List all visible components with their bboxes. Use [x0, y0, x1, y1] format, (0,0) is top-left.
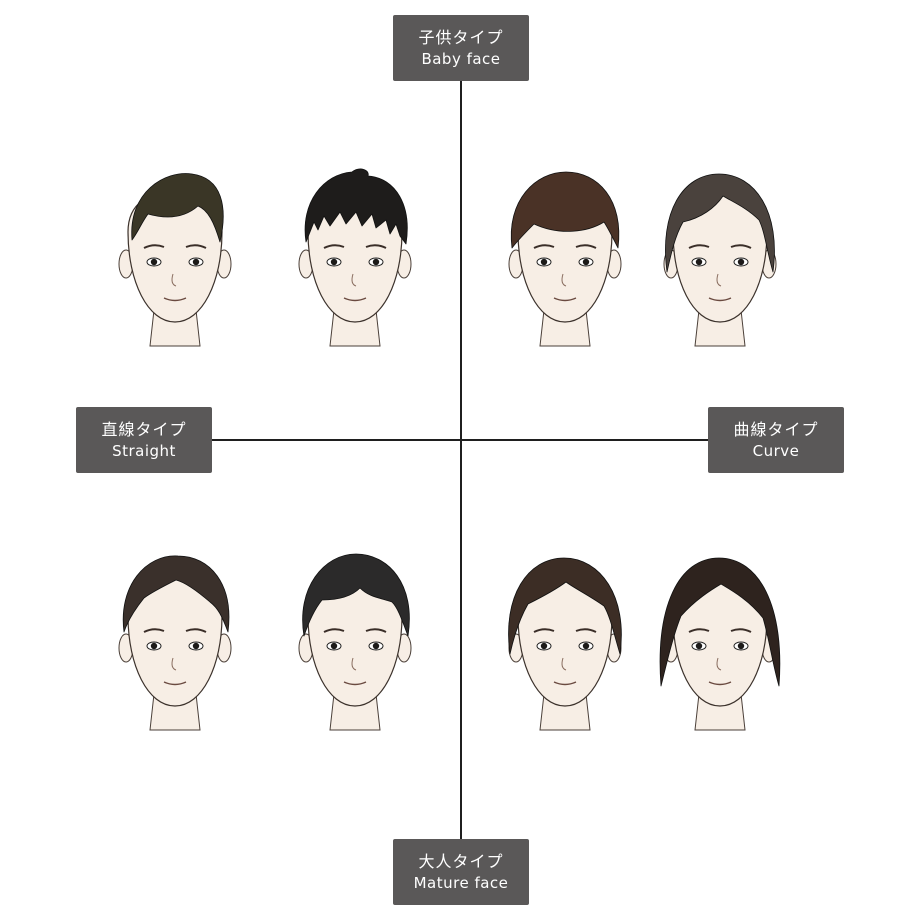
label-curve-en: Curve [752, 442, 800, 460]
nose [351, 657, 357, 671]
portrait-straight-baby-1 [110, 162, 240, 352]
hair [302, 553, 410, 637]
eyebrow-right [185, 628, 207, 633]
eyebrow-right [575, 628, 597, 633]
pupil-left [695, 642, 703, 650]
label-baby-face: 子供タイプ Baby face [393, 15, 529, 81]
mouth [343, 681, 367, 686]
portrait-curve-baby-2 [655, 162, 785, 352]
label-straight: 直線タイプ Straight [76, 407, 212, 473]
eyebrow-left [533, 628, 555, 633]
label-baby-face-en: Baby face [421, 50, 501, 68]
pupil-right [192, 258, 200, 266]
vertical-axis [460, 80, 462, 840]
label-mature-face-jp: 大人タイプ [418, 852, 504, 871]
mouth [163, 297, 187, 302]
face-illustration [508, 171, 622, 347]
pupil-left [150, 258, 158, 266]
nose [561, 657, 567, 671]
eyebrow-left [533, 244, 555, 249]
nose [171, 273, 177, 287]
eyebrow-left [688, 244, 710, 249]
face-illustration [663, 173, 777, 347]
label-mature-face-en: Mature face [413, 874, 509, 892]
eyebrow-right [185, 244, 207, 249]
pupil-left [330, 642, 338, 650]
hair [510, 171, 620, 249]
hair [508, 557, 622, 655]
face-illustration [118, 173, 232, 347]
label-straight-jp: 直線タイプ [101, 420, 187, 439]
eyebrow-left [143, 628, 165, 633]
portrait-straight-mature-2 [290, 546, 420, 736]
pupil-left [330, 258, 338, 266]
face-illustration [118, 555, 232, 731]
mouth [708, 297, 732, 302]
eyebrow-right [730, 628, 752, 633]
pupil-right [582, 642, 590, 650]
label-straight-en: Straight [112, 442, 176, 460]
hair [304, 168, 408, 245]
pupil-right [192, 642, 200, 650]
eyebrow-right [365, 628, 387, 633]
eyebrow-left [143, 244, 165, 249]
face-illustration [298, 168, 412, 347]
mouth [553, 681, 577, 686]
mouth [343, 297, 367, 302]
portrait-straight-baby-2 [290, 162, 420, 352]
pupil-left [540, 642, 548, 650]
face-illustration [659, 557, 781, 731]
horizontal-axis [212, 439, 708, 441]
label-curve-jp: 曲線タイプ [733, 420, 819, 439]
nose [716, 273, 722, 287]
nose [351, 273, 357, 287]
mouth [708, 681, 732, 686]
portrait-straight-mature-1 [110, 546, 240, 736]
pupil-right [737, 258, 745, 266]
hair [659, 557, 781, 687]
eyebrow-left [323, 628, 345, 633]
label-mature-face: 大人タイプ Mature face [393, 839, 529, 905]
portrait-curve-mature-1 [500, 546, 630, 736]
portrait-curve-mature-2 [655, 546, 785, 736]
pupil-left [150, 642, 158, 650]
pupil-left [695, 258, 703, 266]
hair [131, 173, 224, 243]
hair [122, 555, 230, 633]
portrait-curve-baby-1 [500, 162, 630, 352]
label-curve: 曲線タイプ Curve [708, 407, 844, 473]
label-baby-face-jp: 子供タイプ [418, 28, 504, 47]
eyebrow-right [730, 244, 752, 249]
nose [561, 273, 567, 287]
pupil-right [372, 642, 380, 650]
eyebrow-right [575, 244, 597, 249]
nose [171, 657, 177, 671]
nose [716, 657, 722, 671]
face-illustration [298, 553, 412, 731]
mouth [163, 681, 187, 686]
pupil-left [540, 258, 548, 266]
pupil-right [582, 258, 590, 266]
pupil-right [372, 258, 380, 266]
pupil-right [737, 642, 745, 650]
mouth [553, 297, 577, 302]
eyebrow-right [365, 244, 387, 249]
face-illustration [508, 557, 622, 731]
eyebrow-left [688, 628, 710, 633]
eyebrow-left [323, 244, 345, 249]
hair [665, 173, 775, 273]
